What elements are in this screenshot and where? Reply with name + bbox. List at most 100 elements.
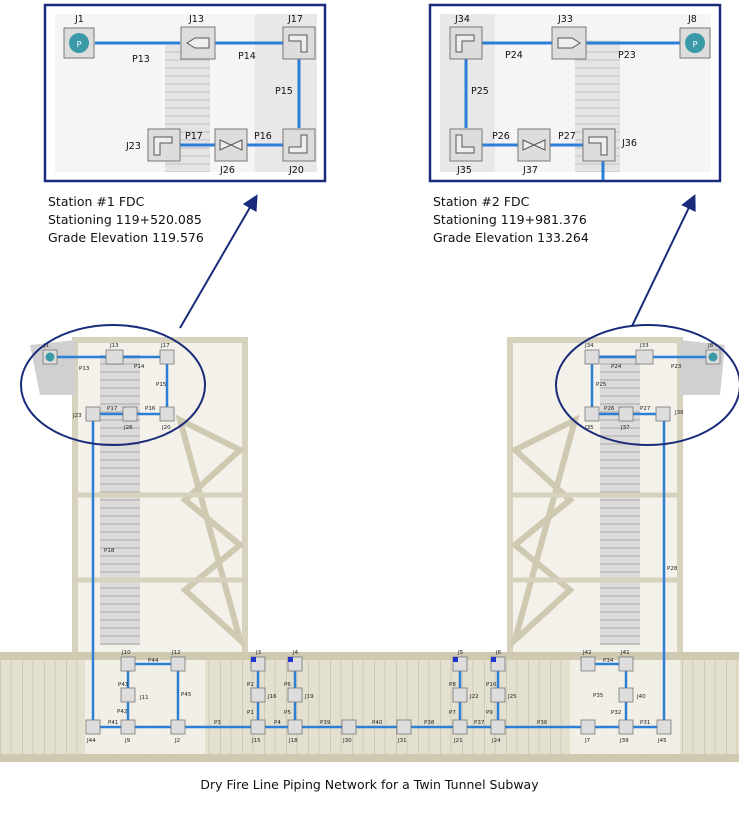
- ov-node-J17: J17: [159, 343, 175, 365]
- svg-text:J11: J11: [139, 695, 149, 701]
- station1-highlight-ellipse: [20, 324, 206, 446]
- ov-node-J15: J15: [250, 719, 266, 744]
- svg-text:J26: J26: [123, 425, 133, 431]
- inset1-label-P14: P14: [238, 51, 256, 62]
- ov-label-P34: P34: [603, 658, 614, 664]
- svg-text:J36: J36: [674, 410, 684, 416]
- inset1-label-P17: P17: [185, 131, 203, 142]
- station2-info: Station #2 FDC Stationing 119+981.376 Gr…: [433, 193, 589, 247]
- left-station-roof: [30, 340, 75, 395]
- svg-text:J8: J8: [707, 343, 714, 349]
- ov-label-P14: P14: [134, 364, 145, 370]
- ov-node-J44: J44: [85, 719, 101, 744]
- svg-text:J6: J6: [495, 650, 502, 656]
- ov-node-J13: J13: [105, 343, 124, 365]
- svg-text:J24: J24: [491, 738, 501, 744]
- ov-node-J31: J31: [396, 719, 412, 744]
- inset2-node-J37: [517, 128, 551, 162]
- ov-node-J35: J35: [584, 406, 600, 431]
- inset1-label-P15: P15: [275, 86, 293, 97]
- ov-label-P3: P3: [214, 720, 221, 726]
- ov-label-P23: P23: [671, 364, 682, 370]
- inset1-label-J23: J23: [125, 141, 141, 152]
- ov-label-P38: P38: [424, 720, 435, 726]
- svg-text:J35: J35: [584, 425, 594, 431]
- ov-label-P1: P1: [247, 710, 254, 716]
- inset1-label-J20: J20: [288, 165, 304, 176]
- ov-node-J12: J12: [170, 650, 186, 672]
- ov-label-P16: P16: [145, 406, 156, 412]
- ov-label-P42: P42: [117, 709, 127, 715]
- svg-text:J40: J40: [636, 694, 646, 700]
- inset1-node-J20: [282, 128, 316, 162]
- inset2-label-P26: P26: [492, 131, 510, 142]
- inset1-label-J26: J26: [219, 165, 235, 176]
- inset-station2: P J34 J33 J8 J35 J37 J36 P24 P23 P25 P26…: [428, 3, 722, 183]
- svg-text:J12: J12: [171, 650, 181, 656]
- svg-text:J13: J13: [109, 343, 119, 349]
- ov-label-P24: P24: [611, 364, 622, 370]
- ov-label-P43: P43: [118, 682, 129, 688]
- ov-node-J39: J39: [618, 719, 634, 744]
- ov-label-P44: P44: [148, 658, 159, 664]
- ov-label-P9: P9: [486, 710, 493, 716]
- station2-stationing: Stationing 119+981.376: [433, 212, 587, 227]
- ov-node-J1: J1: [42, 343, 58, 365]
- ov-label-P6: P6: [284, 682, 291, 688]
- ov-node-J19: J19: [287, 687, 314, 703]
- left-station-diag: [175, 414, 246, 650]
- svg-text:J18: J18: [288, 738, 298, 744]
- svg-text:J31: J31: [397, 738, 407, 744]
- ov-label-P41: P41: [108, 720, 118, 726]
- ov-label-P15: P15: [156, 382, 167, 388]
- inset1-label-J13: J13: [188, 14, 204, 25]
- svg-text:J30: J30: [342, 738, 352, 744]
- inset2-label-J35: J35: [456, 165, 472, 176]
- svg-text:J1: J1: [43, 343, 49, 349]
- inset2-label-J8: J8: [687, 14, 697, 25]
- svg-text:P: P: [77, 40, 82, 49]
- ov-node-J23: J23: [72, 406, 101, 422]
- ov-label-P27: P27: [640, 406, 651, 412]
- svg-text:P: P: [693, 40, 698, 49]
- overview-nodes: J1 J13 J17 J23 J26 J20 J34 J33: [42, 343, 721, 744]
- ov-node-J25: J25: [490, 687, 517, 703]
- svg-text:J42: J42: [582, 650, 592, 656]
- right-station-shaft: [507, 337, 683, 663]
- inset1-node-J1: P: [63, 27, 95, 59]
- inset1-node-J13: [180, 26, 216, 60]
- ov-label-P13: P13: [79, 366, 90, 372]
- tunnel-top-edge: [0, 652, 739, 660]
- ov-node-J3: J3: [250, 650, 266, 672]
- inset2-label-J36: J36: [621, 138, 637, 149]
- inset2-label-P23: P23: [618, 50, 636, 61]
- svg-text:J4: J4: [292, 650, 299, 656]
- ov-node-J10: J10: [120, 650, 136, 672]
- ov-label-P45: P45: [181, 692, 192, 698]
- svg-text:J41: J41: [620, 650, 630, 656]
- ov-node-J7: J7: [580, 719, 596, 744]
- station1-callout-arrow: [179, 194, 258, 329]
- svg-text:J34: J34: [584, 343, 594, 349]
- ov-node-J26: J26: [122, 406, 138, 431]
- inset2-node-J34: [449, 26, 483, 60]
- svg-text:J3: J3: [255, 650, 262, 656]
- station1-stationing: Stationing 119+520.085: [48, 212, 202, 227]
- inset2-label-P25: P25: [471, 86, 489, 97]
- ov-node-J11: J11: [120, 687, 149, 703]
- ov-label-P35: P35: [593, 693, 604, 699]
- station-structure: [30, 337, 725, 663]
- station2-callout-arrow: [631, 194, 696, 327]
- inset2-node-J8: P: [679, 27, 711, 59]
- ov-node-J34: J34: [584, 343, 600, 365]
- ov-label-P4: P4: [274, 720, 281, 726]
- ov-label-P25: P25: [596, 382, 607, 388]
- svg-text:J19: J19: [304, 694, 314, 700]
- ov-node-J30: J30: [341, 719, 357, 744]
- ov-node-J8: J8: [705, 343, 721, 365]
- ov-node-J9: J9: [120, 719, 136, 744]
- ov-node-J40: J40: [618, 687, 646, 703]
- svg-text:J5: J5: [457, 650, 464, 656]
- ov-label-P37: P37: [474, 720, 485, 726]
- svg-text:J17: J17: [160, 343, 170, 349]
